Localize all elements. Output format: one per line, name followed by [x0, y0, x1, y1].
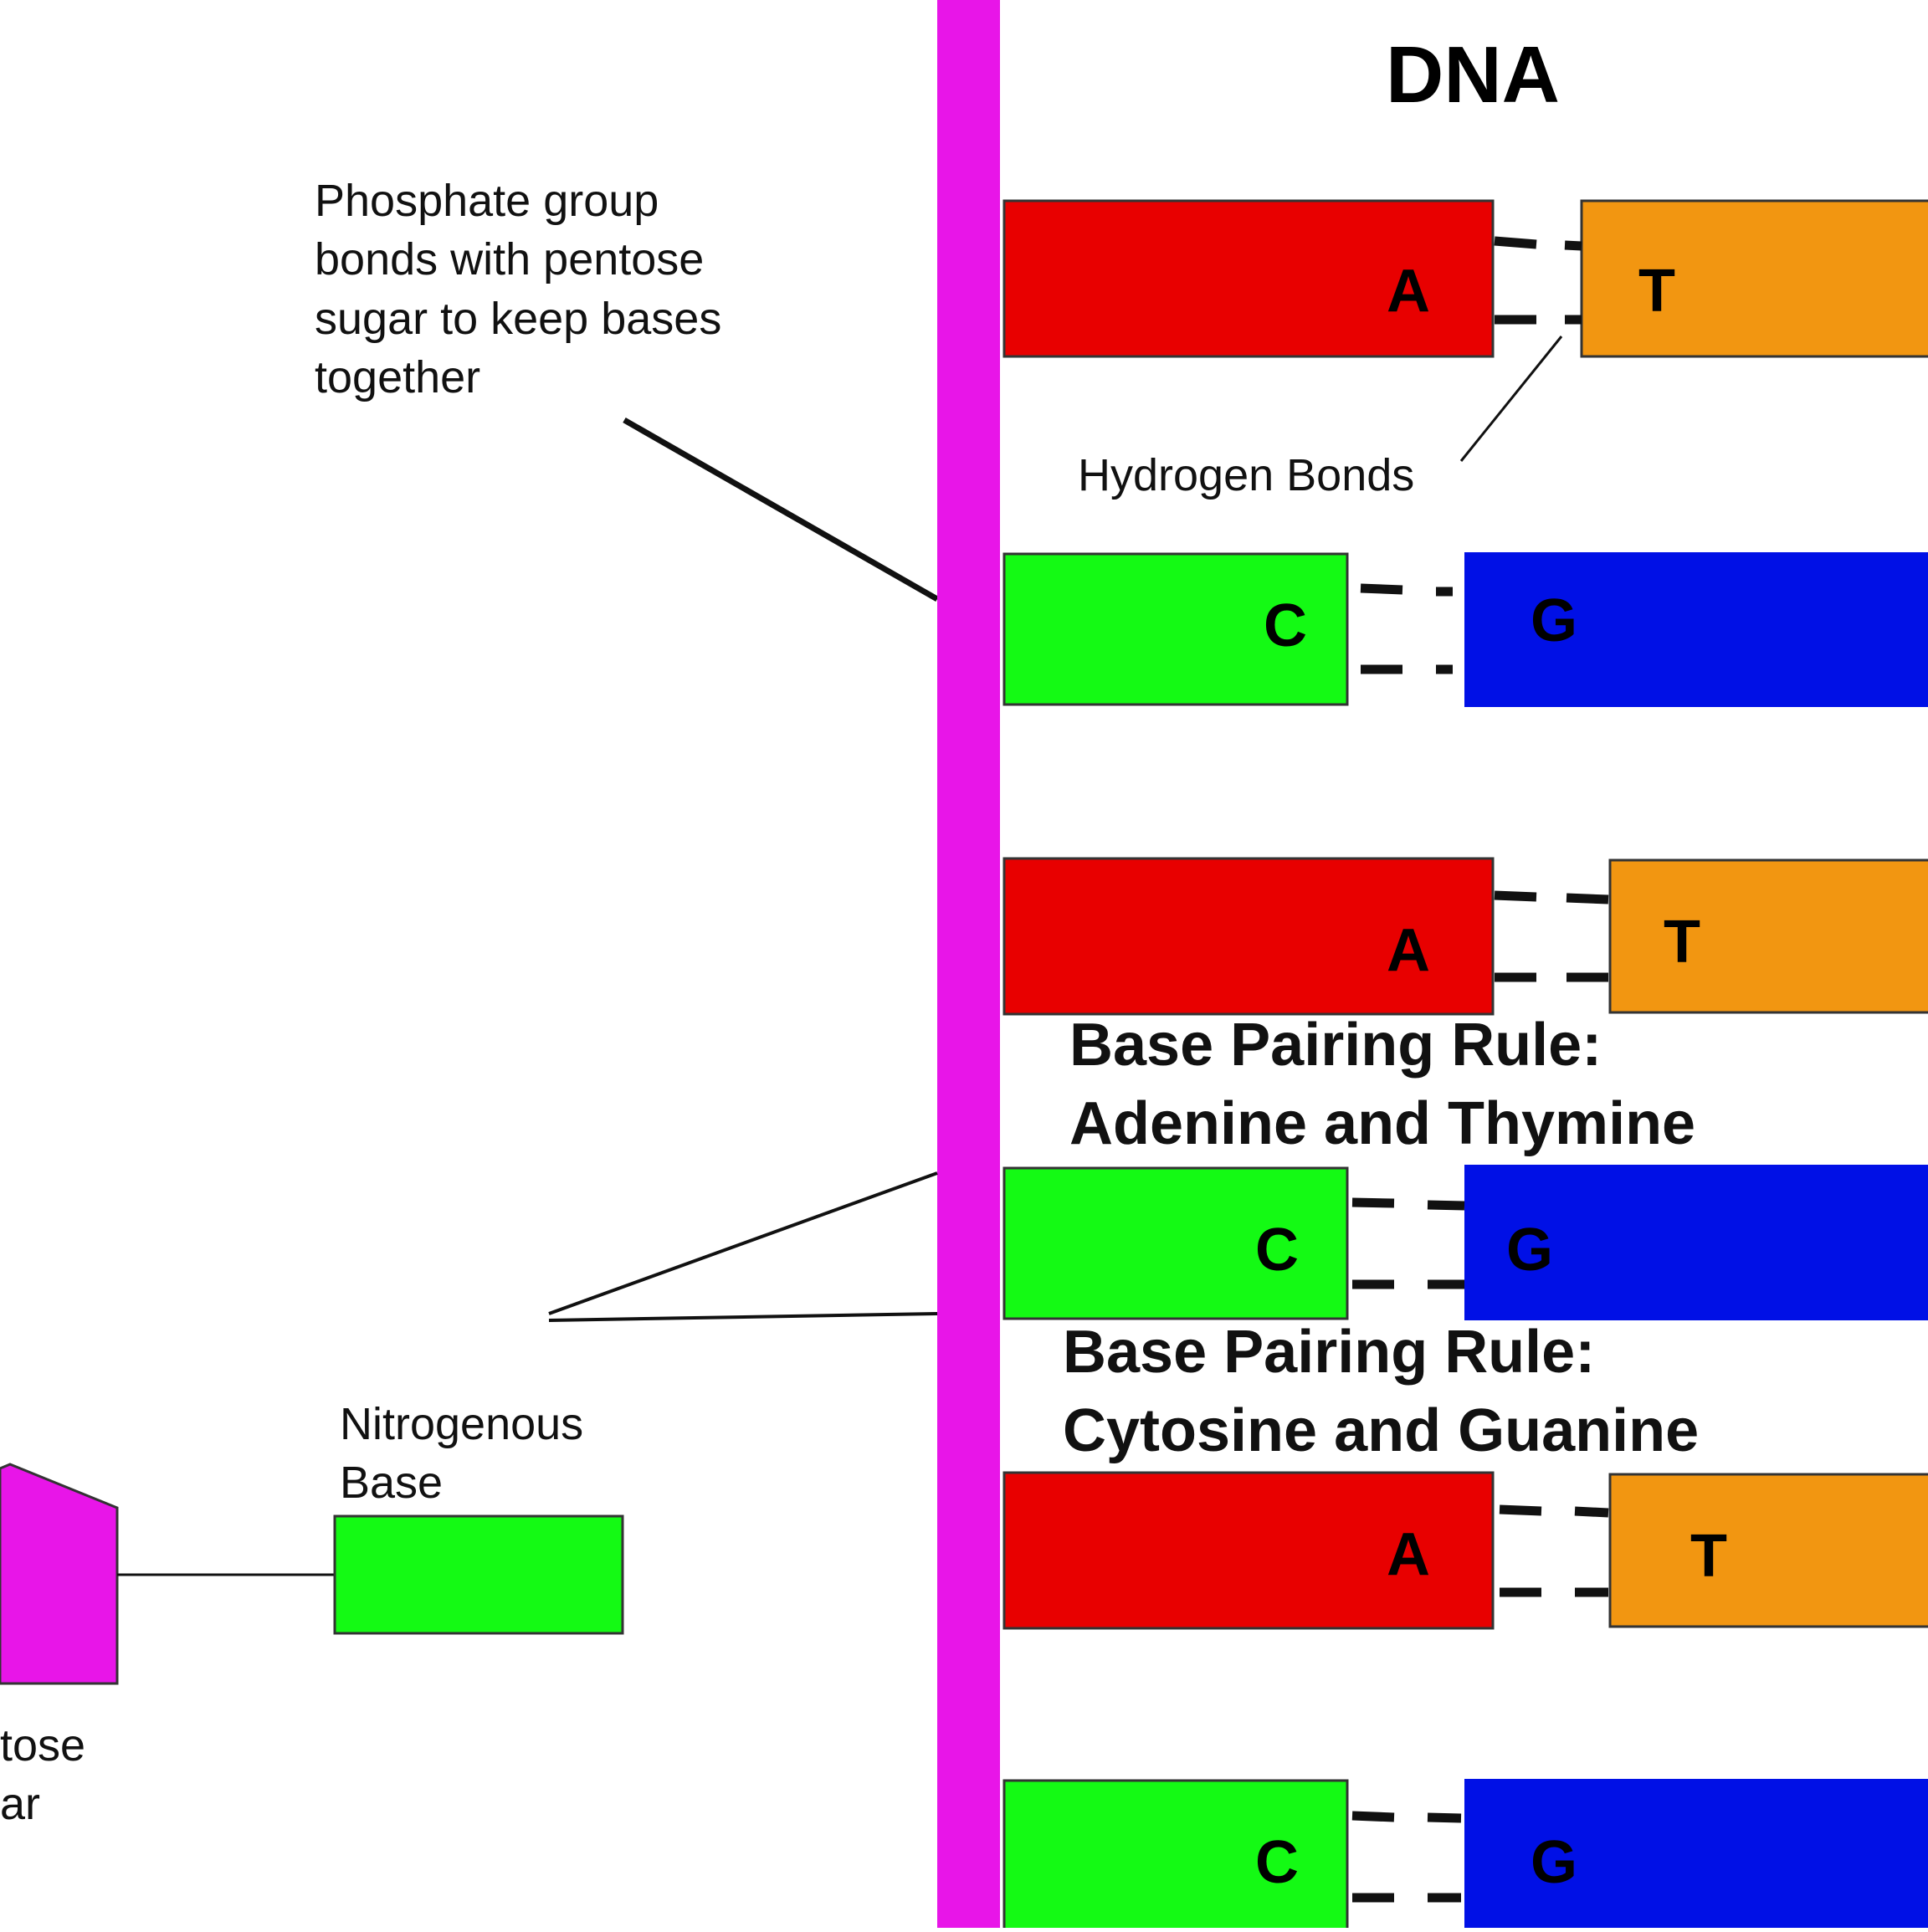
cytosine-block	[1002, 552, 1349, 706]
base-pair-1: A T	[1002, 199, 1928, 358]
base-letter-right: T	[1690, 1523, 1727, 1590]
nitrogenous-base-block	[333, 1514, 624, 1635]
hydrogen-bond	[1351, 1197, 1465, 1289]
base-pairing-rule-cg: Base Pairing Rule: Cytosine and Guanine	[1063, 1319, 1699, 1464]
hydrogen-bonds-label: Hydrogen Bonds	[1078, 450, 1414, 500]
hydrogen-bond	[1494, 890, 1609, 982]
nitrogenous-label-line-2: Base	[340, 1458, 443, 1508]
guanine-block	[1464, 1779, 1928, 1932]
base-letter-right: T	[1664, 909, 1700, 976]
base-letter-right: G	[1531, 587, 1577, 654]
cytosine-block	[1002, 1779, 1349, 1932]
base-pair-4: C G	[1002, 1165, 1928, 1320]
hydrogen-bond	[1360, 583, 1453, 674]
base-pair-5: A T	[1002, 1471, 1928, 1630]
hydrogen-bond	[1499, 1504, 1609, 1597]
phosphate-label-line-1: Phosphate group	[315, 176, 659, 226]
rule-at-line-1: Base Pairing Rule:	[1069, 1012, 1602, 1079]
base-pair-6: C G	[1002, 1779, 1928, 1932]
base-letter-left: A	[1387, 258, 1430, 325]
phosphate-leader-line	[623, 417, 939, 602]
rule-cg-line-1: Base Pairing Rule:	[1063, 1319, 1595, 1386]
base-letter-left: C	[1255, 1829, 1299, 1896]
cytosine-block	[1002, 1166, 1349, 1320]
hydrogen-bond	[1351, 1811, 1462, 1903]
base-letter-left: A	[1387, 1521, 1430, 1588]
pentose-sugar-label: tose ar	[0, 1720, 85, 1829]
pentose-sugar-shape	[0, 1463, 119, 1685]
diagram-title: DNA	[1386, 30, 1560, 120]
thymine-block	[1608, 1473, 1928, 1628]
hydrogen-bond	[1494, 236, 1582, 325]
base-letter-right: G	[1506, 1217, 1553, 1284]
phosphate-label-line-3: sugar to keep bases	[315, 294, 721, 344]
base-letter-left: A	[1387, 917, 1430, 984]
thymine-block	[1608, 858, 1928, 1014]
nitrogenous-base-label: Nitrogenous Base	[340, 1399, 583, 1508]
pentose-label-line-1: tose	[0, 1720, 85, 1771]
pentose-label-line-2: ar	[0, 1779, 40, 1829]
nucleotide-leader-lines	[548, 1171, 938, 1322]
rule-at-line-2: Adenine and Thymine	[1069, 1090, 1695, 1157]
rule-cg-line-2: Cytosine and Guanine	[1063, 1397, 1699, 1464]
base-pair-3: A T	[1002, 857, 1928, 1016]
sugar-phosphate-backbone	[937, 0, 1000, 1928]
base-letter-right: T	[1638, 258, 1675, 325]
base-letter-left: C	[1264, 592, 1307, 659]
adenine-block	[1002, 199, 1495, 358]
hydrogen-leader-line	[1459, 336, 1563, 462]
guanine-block	[1464, 1165, 1928, 1320]
adenine-block	[1002, 1471, 1495, 1630]
base-pair-2: C G	[1002, 552, 1928, 707]
phosphate-label-line-4: together	[315, 352, 480, 402]
guanine-block	[1464, 552, 1928, 707]
adenine-block	[1002, 857, 1495, 1016]
thymine-block	[1580, 199, 1928, 358]
nitrogenous-label-line-1: Nitrogenous	[340, 1399, 583, 1449]
phosphate-label: Phosphate group bonds with pentose sugar…	[315, 176, 721, 402]
base-letter-right: G	[1531, 1829, 1577, 1896]
base-letter-left: C	[1255, 1217, 1299, 1284]
phosphate-label-line-2: bonds with pentose	[315, 234, 704, 284]
base-pairing-rule-at: Base Pairing Rule: Adenine and Thymine	[1069, 1012, 1695, 1157]
